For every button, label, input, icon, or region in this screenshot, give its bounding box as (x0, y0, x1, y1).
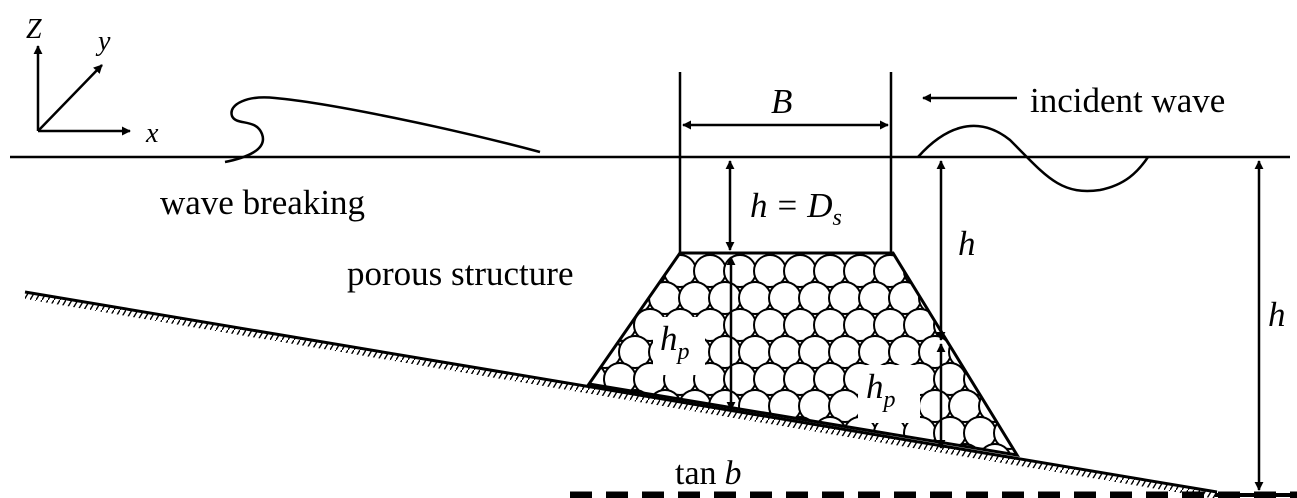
porous-structure-label: porous structure (347, 254, 573, 293)
boulder (768, 443, 802, 455)
porous-height-right-label: hp (866, 367, 896, 413)
boulder (738, 443, 772, 455)
breaking-wave-curve (224, 96, 541, 164)
boulder (633, 416, 667, 450)
boulder (723, 416, 757, 450)
total-depth-label: h (1268, 295, 1286, 334)
y-axis-label: y (95, 26, 111, 57)
porous-structure (586, 251, 1020, 458)
axes-group: Z y x (26, 14, 159, 149)
hp-right-label-bg (858, 365, 920, 423)
boulder (978, 335, 1012, 369)
boulder (993, 362, 1017, 396)
porous-boulders (589, 254, 1017, 455)
z-axis-label: Z (26, 14, 42, 45)
incident-wave-label: incident wave (1030, 81, 1225, 120)
boulder (858, 443, 892, 455)
boulder (603, 416, 637, 450)
boulder (603, 254, 637, 288)
boulder (589, 254, 607, 288)
boulder (888, 443, 922, 455)
boulder (978, 281, 1012, 315)
boulder (948, 281, 982, 315)
boulder (589, 416, 607, 450)
boulder (663, 416, 697, 450)
boulder (993, 308, 1017, 342)
porous-height-left-label: hp (660, 319, 690, 365)
toe-depth-label: h (958, 224, 976, 263)
boulder (963, 308, 997, 342)
x-axis-label: x (145, 118, 159, 149)
structure-outline (586, 251, 1020, 458)
incident-wave-curve (917, 124, 1150, 193)
boulder (693, 416, 727, 450)
sea-bed (24, 290, 1218, 498)
hp-left-label-bg (653, 317, 705, 375)
boulder (993, 254, 1017, 288)
crest-width-label: B (771, 82, 792, 121)
wave-breaking-label: wave breaking (160, 183, 365, 222)
y-axis (37, 64, 103, 132)
boulder (618, 443, 652, 455)
sea-bed-line (24, 290, 1218, 494)
boulder (798, 443, 832, 455)
boulder (589, 281, 622, 315)
boulder (589, 308, 607, 342)
boulder (589, 443, 622, 455)
submergence-label: h=Ds (750, 186, 842, 231)
boulder (828, 443, 862, 455)
